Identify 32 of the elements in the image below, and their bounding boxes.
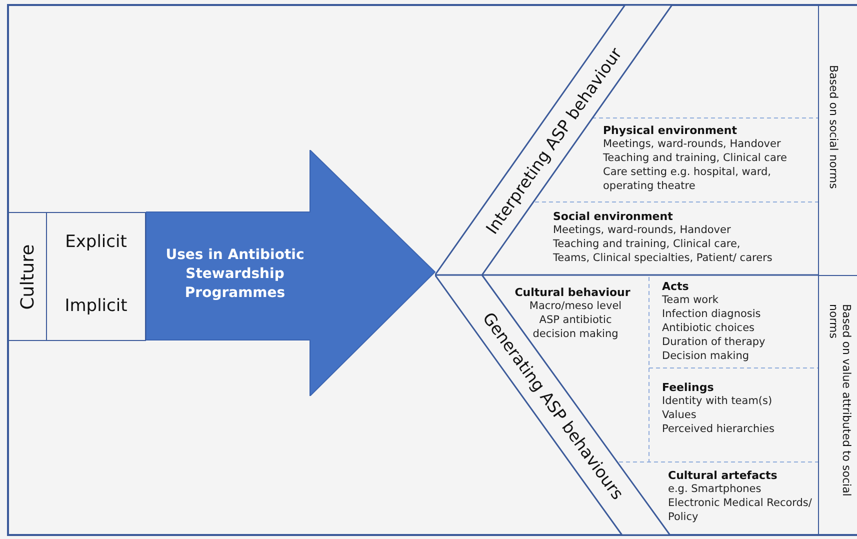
- list-item: Electronic Medical Records/ Policy: [668, 496, 813, 524]
- section-heading: Acts: [662, 280, 690, 293]
- list-item: Identity with team(s): [662, 394, 774, 408]
- list-item: Meetings, ward-rounds, Handover: [603, 137, 782, 151]
- list-item: Teaching and training, Clinical care: [603, 151, 788, 165]
- category-cell: [46, 271, 146, 341]
- list-item: Care setting e.g. hospital, ward, operating theatre: [603, 165, 772, 193]
- list-item: Teams, Clinical specialties, Patient/ carers: [553, 251, 774, 265]
- list-item: Team work: [662, 293, 720, 307]
- list-item: Infection diagnosis: [662, 307, 762, 321]
- side-label: Based on value attributed to social norms: [827, 304, 853, 498]
- category-box: [8, 212, 47, 341]
- arrow-label: Uses in Antibiotic Stewardship Programmes: [164, 246, 306, 303]
- section-heading: Feelings: [662, 381, 715, 394]
- side-label: Based on social norms: [827, 65, 840, 189]
- list-item: Duration of therapy: [662, 335, 766, 349]
- section-heading: Physical environment: [603, 124, 738, 137]
- list-item: Meetings, ward-rounds, Handover: [553, 223, 732, 237]
- list-item: e.g. Smartphones: [668, 482, 762, 496]
- category-label: Culture: [17, 244, 38, 310]
- section-heading: Cultural behaviour: [514, 286, 632, 299]
- category-label: Implicit: [64, 296, 128, 316]
- list-item: Antibiotic choices: [662, 321, 756, 335]
- section-heading: Social environment: [553, 210, 674, 223]
- list-item: Values: [662, 408, 698, 422]
- category-label: Explicit: [64, 232, 128, 252]
- list-item: Perceived hierarchies: [662, 422, 776, 436]
- section-heading: Cultural artefacts: [668, 469, 778, 482]
- list-item: Decision making: [662, 349, 750, 363]
- category-cell: [46, 212, 146, 272]
- side-panel: [818, 275, 857, 536]
- list-item: Teaching and training, Clinical care,: [553, 237, 742, 251]
